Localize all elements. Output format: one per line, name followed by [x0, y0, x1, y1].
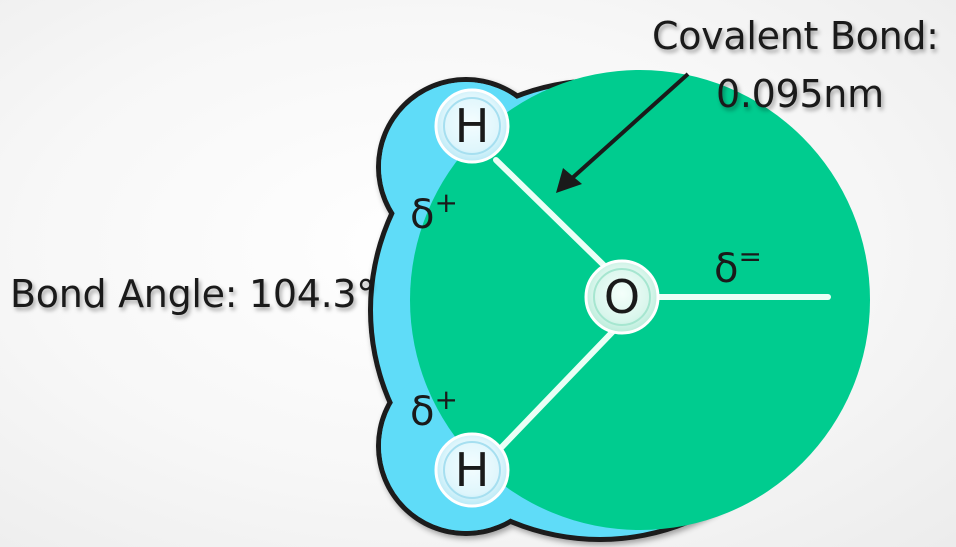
bond-bottom — [494, 319, 625, 455]
covalent-bond-title: Covalent Bond: — [652, 14, 939, 58]
charge-hydrogen-top: δ+ — [410, 186, 458, 238]
bond-top — [493, 157, 625, 286]
charge-hydrogen-bottom: δ+ — [410, 383, 458, 435]
hydrogen-bottom-symbol: H — [455, 443, 490, 497]
oxygen-atom — [584, 259, 660, 335]
hydrogen-top-atom — [434, 88, 510, 164]
covalent-bond-arrow — [556, 72, 690, 193]
covalent-bond-length: 0.095nm — [716, 72, 884, 116]
charge-oxygen: δ= — [714, 240, 762, 292]
oxygen-symbol: O — [604, 270, 640, 324]
hydrogen-bottom-atom — [434, 432, 510, 508]
bond-angle-label: Bond Angle: 104.3° — [10, 272, 376, 316]
bonds — [493, 157, 831, 455]
hydrogen-top-symbol: H — [455, 99, 490, 153]
